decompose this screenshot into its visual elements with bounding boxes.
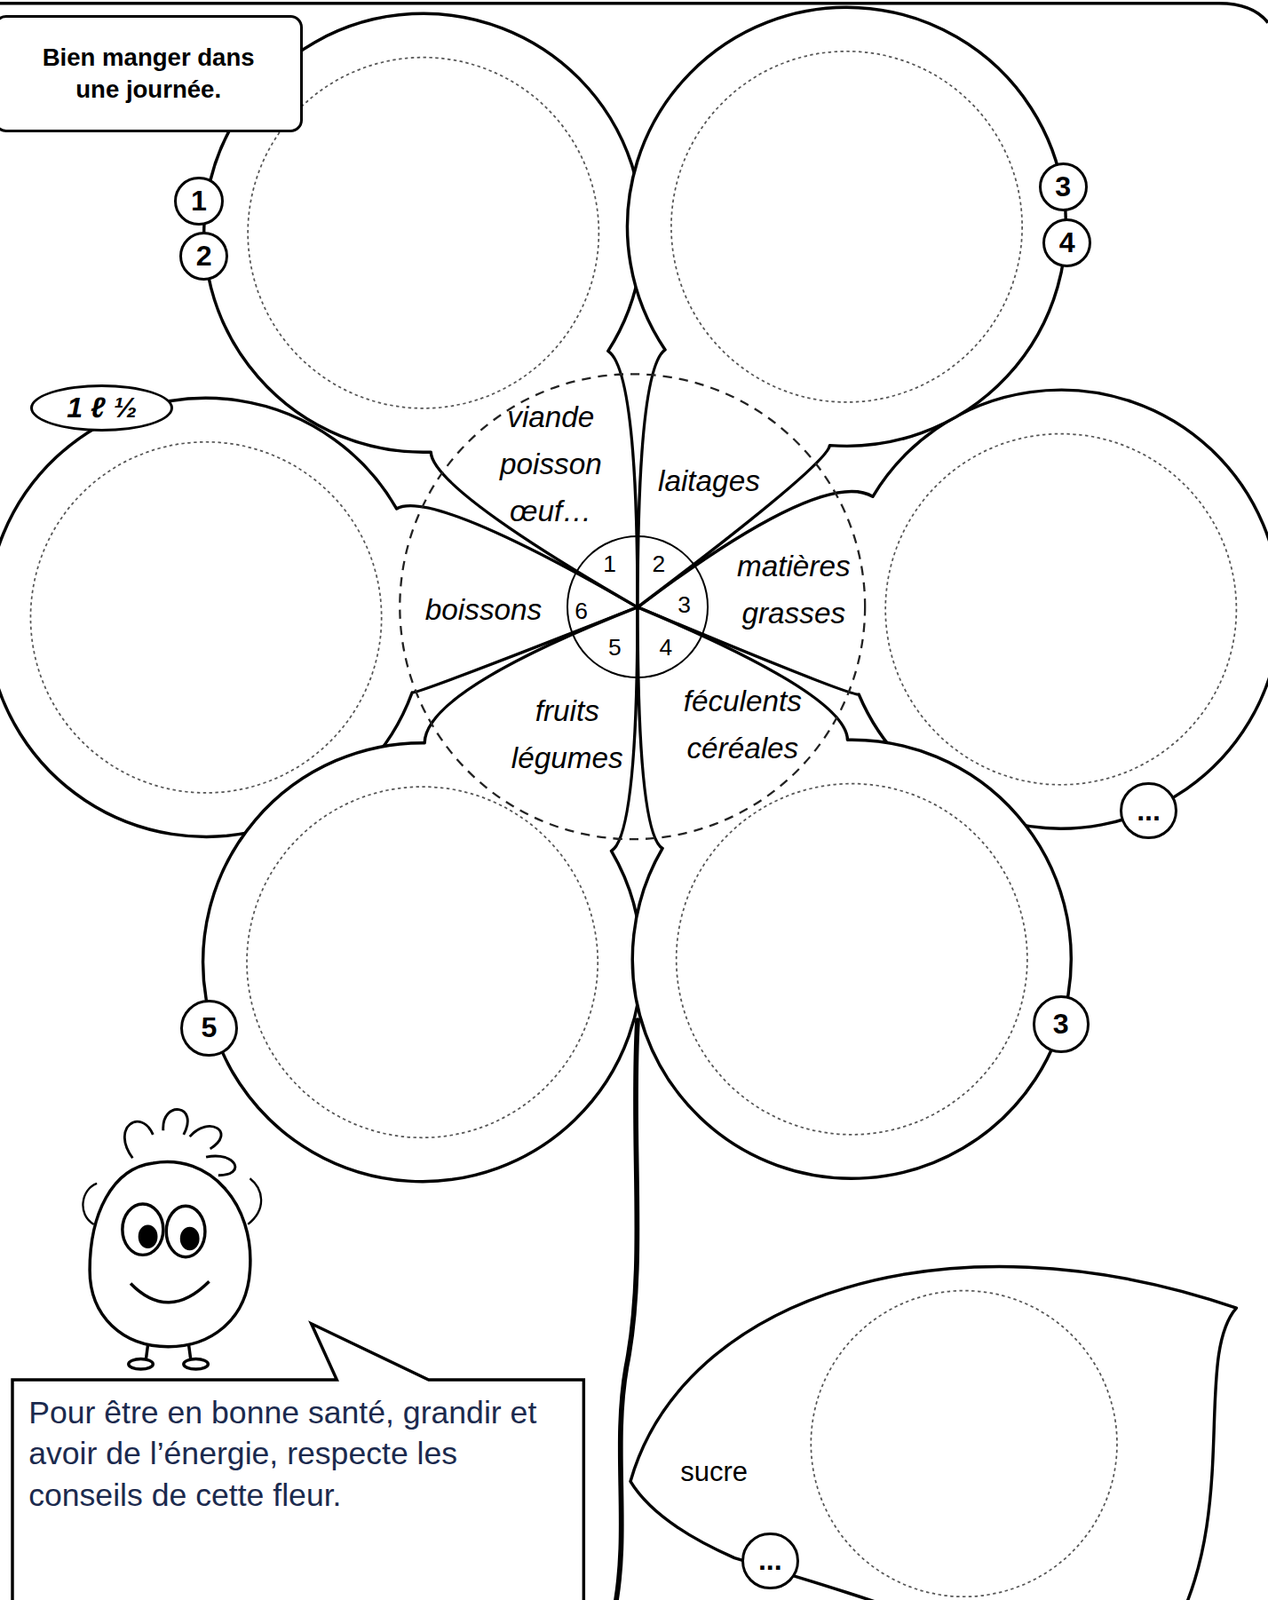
group-number: 3 <box>677 593 691 619</box>
leaf <box>630 1267 1237 1600</box>
dashed-circle <box>399 374 865 841</box>
group-number: 5 <box>608 635 622 662</box>
food-group-label: fruits légumes <box>511 687 624 783</box>
food-group-label: féculents céréales <box>683 676 802 772</box>
petal <box>203 607 642 1182</box>
quantity-number: 4 <box>1059 227 1076 259</box>
petal <box>632 607 1071 1179</box>
mascot-pupil <box>181 1228 198 1250</box>
advice-text: Pour être en bonne santé, grandir et avo… <box>28 1392 544 1516</box>
group-number: 6 <box>574 598 588 625</box>
mascot-smile <box>130 1281 209 1303</box>
quantity-badge: 3 <box>1032 995 1090 1053</box>
speech-bubble: Pour être en bonne santé, grandir et avo… <box>12 1379 584 1600</box>
group-number-circle: 1 234 56 <box>566 535 710 679</box>
petal-dashed-circle <box>885 434 1237 785</box>
group-number: 4 <box>659 635 674 662</box>
quantity-badge: 5 <box>180 999 238 1057</box>
quantity-badge: ... <box>1119 782 1177 840</box>
mascot-foot <box>183 1359 209 1370</box>
mascot-body <box>89 1162 251 1348</box>
quantity-badge: 3 <box>1038 162 1088 212</box>
food-group-label: matières grasses <box>737 542 851 638</box>
leaf-label: sucre <box>680 1456 748 1489</box>
food-group-label: viande poisson œuf… <box>499 393 603 536</box>
quantity-number: ... <box>758 1545 783 1577</box>
leaf-dashed-circle <box>810 1291 1118 1598</box>
petal <box>627 7 1067 608</box>
worksheet-title: Bien manger dans une journée. <box>0 15 303 133</box>
quantity-oval: 1 ℓ ½ <box>30 384 174 432</box>
petal-dashed-circles <box>30 51 1237 1139</box>
quantity-number: ... <box>1136 795 1161 827</box>
food-group-label: laitages <box>657 458 761 506</box>
group-number: 1 <box>602 552 617 579</box>
quantity-badge: 1 <box>174 176 223 226</box>
bubble-shape <box>12 1323 584 1600</box>
mascot-foot <box>128 1359 154 1370</box>
mascot-arms <box>82 1178 262 1225</box>
food-group-circle: 1 234 56 viande poisson œuf… laitages matière… <box>397 372 867 841</box>
petal-dashed-circle <box>671 51 1023 403</box>
group-number: 2 <box>651 552 666 579</box>
quantity-number: 2 <box>196 240 213 272</box>
quantity-badge: ... <box>741 1532 799 1590</box>
petal-dashed-circle <box>246 786 598 1138</box>
quantity-number: 3 <box>1054 171 1071 203</box>
quantity-number: 1 ℓ ½ <box>66 392 137 424</box>
quantity-badge: 4 <box>1042 218 1092 268</box>
food-group-label: boissons <box>425 586 542 634</box>
petal-dashed-circle <box>676 784 1028 1135</box>
stem <box>614 1020 638 1600</box>
mascot-eye <box>166 1205 206 1257</box>
mascot <box>82 1109 262 1370</box>
mascot-eye <box>122 1204 164 1255</box>
mascot-pupil <box>139 1226 156 1247</box>
petals <box>0 7 1268 1181</box>
quantity-number: 1 <box>190 185 207 217</box>
quantity-badge: 2 <box>179 231 229 281</box>
quantity-number: 5 <box>201 1012 218 1044</box>
mascot-legs <box>145 1344 191 1360</box>
quantity-number: 3 <box>1053 1008 1070 1040</box>
petal-dashed-circle <box>30 442 381 793</box>
